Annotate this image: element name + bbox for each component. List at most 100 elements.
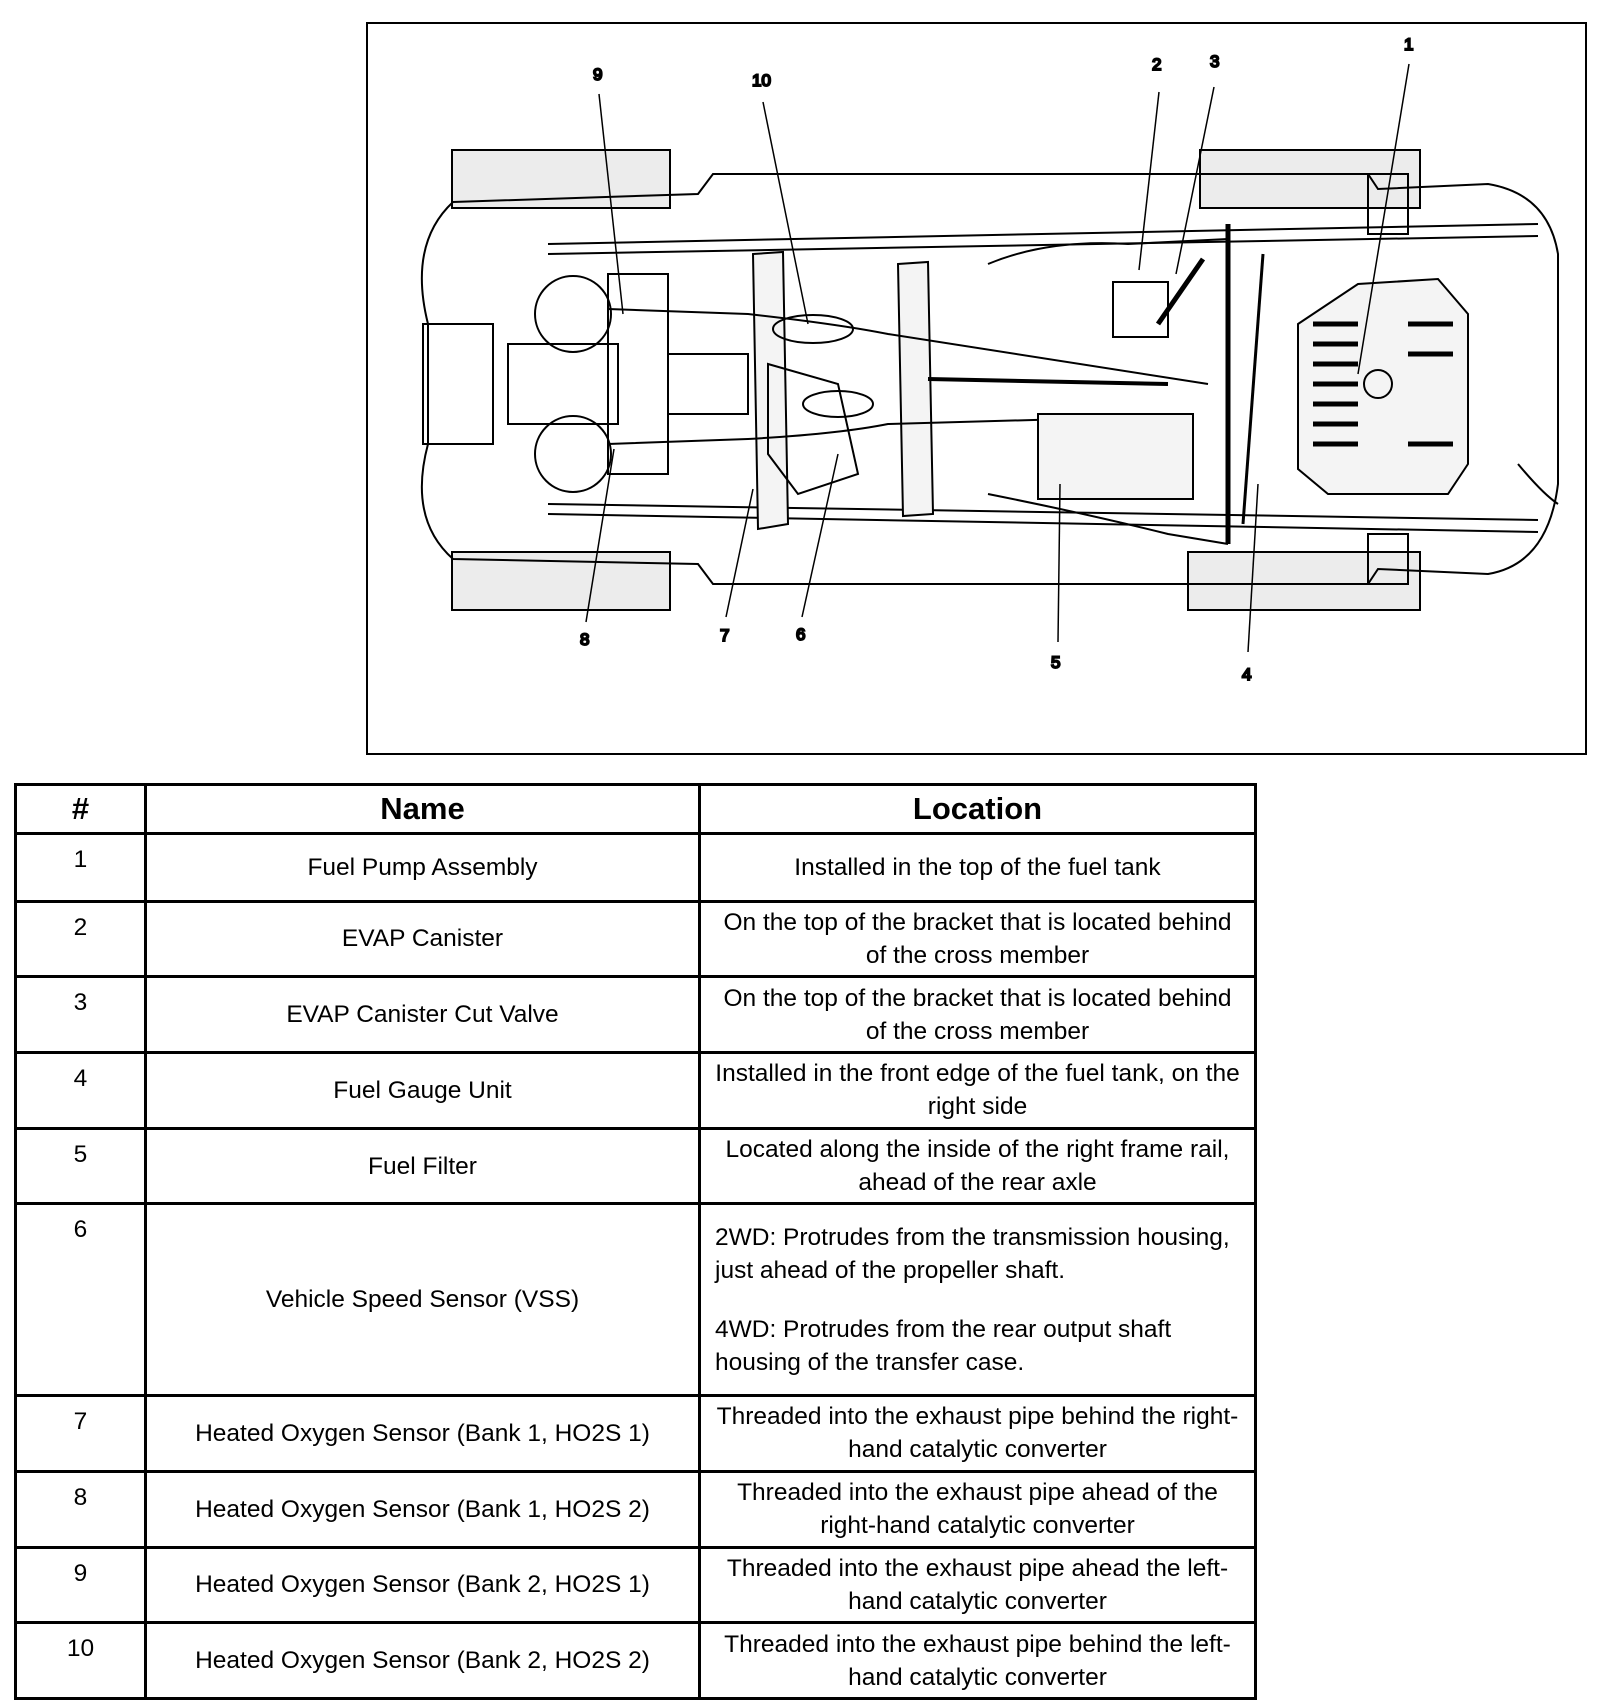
evap-canister (1112, 281, 1169, 338)
callout-5: 5 (1051, 653, 1060, 672)
component-location: 2WD: Protrudes from the transmission hou… (698, 1202, 1257, 1398)
row-number: 2 (14, 899, 147, 979)
fuel-gauge-unit (1241, 253, 1265, 525)
component-location: On the top of the bracket that is locate… (698, 975, 1257, 1054)
component-name: EVAP Canister (144, 899, 701, 979)
center-crossmember (896, 260, 935, 518)
callout-2: 2 (1152, 55, 1161, 74)
callout-leaders (585, 63, 1410, 653)
component-name: Fuel Gauge Unit (144, 1051, 701, 1130)
location-text: On the top of the bracket that is locate… (723, 908, 1232, 969)
row-number: 8 (14, 1469, 147, 1549)
right-frame-rail-edge (547, 503, 1539, 521)
header-location: Location (698, 783, 1257, 835)
location-text: 2WD: Protrudes from the transmission hou… (715, 1223, 1230, 1284)
row-number: 6 (14, 1202, 147, 1398)
rear-left-wheel (1199, 149, 1421, 209)
location-text: Threaded into the exhaust pipe ahead the… (726, 1554, 1229, 1615)
component-location: Threaded into the exhaust pipe ahead of … (698, 1469, 1257, 1549)
component-name: Fuel Filter (144, 1126, 701, 1206)
callout-3: 3 (1210, 52, 1219, 71)
callout-6: 6 (796, 625, 805, 644)
row-number: 10 (14, 1621, 147, 1700)
oil-pan (507, 343, 619, 425)
left-catalytic-converter (772, 314, 854, 344)
right-exhaust-pipe (607, 418, 1069, 445)
callout-1: 1 (1404, 35, 1413, 54)
callout-9: 9 (593, 65, 602, 84)
component-location: Threaded into the exhaust pipe behind th… (698, 1621, 1257, 1700)
evap-cut-valve (1155, 257, 1206, 326)
callout-4: 4 (1242, 665, 1251, 684)
location-text: Located along the inside of the right fr… (725, 1136, 1230, 1197)
left-frame-rail-edge (547, 235, 1539, 255)
component-location: On the top of the bracket that is locate… (698, 899, 1257, 979)
component-name: Heated Oxygen Sensor (Bank 1, HO2S 2) (144, 1469, 701, 1549)
component-name: Vehicle Speed Sensor (VSS) (144, 1202, 701, 1398)
header-name: Name (144, 783, 701, 835)
location-text: On the top of the bracket that is locate… (723, 984, 1232, 1045)
front-crossmember (422, 323, 494, 445)
transmission-crossmember (751, 250, 790, 531)
transfer-case-bracket (767, 362, 860, 496)
front-right-suspension (534, 415, 612, 493)
location-text: Threaded into the exhaust pipe ahead of … (737, 1479, 1218, 1540)
rear-right-wheel (1187, 551, 1421, 611)
row-number: 4 (14, 1051, 147, 1130)
row-number: 9 (14, 1545, 147, 1625)
muffler (1037, 413, 1194, 500)
component-name: Heated Oxygen Sensor (Bank 2, HO2S 1) (144, 1545, 701, 1625)
right-catalytic-converter (802, 390, 874, 418)
callout-7: 7 (720, 626, 729, 645)
component-name: EVAP Canister Cut Valve (144, 975, 701, 1054)
location-text: Installed in the front edge of the fuel … (715, 1060, 1240, 1121)
fuel-pump-assembly (1363, 369, 1393, 399)
component-name: Heated Oxygen Sensor (Bank 2, HO2S 2) (144, 1621, 701, 1700)
location-text: Threaded into the exhaust pipe behind th… (724, 1630, 1231, 1691)
row-number: 5 (14, 1126, 147, 1206)
left-exhaust-pipe (607, 308, 1209, 385)
component-name: Heated Oxygen Sensor (Bank 1, HO2S 1) (144, 1394, 701, 1473)
right-frame-rail (547, 513, 1539, 533)
component-location: Installed in the top of the fuel tank (698, 832, 1257, 903)
fuel-line-lower (987, 493, 1229, 545)
component-location: Installed in the front edge of the fuel … (698, 1051, 1257, 1130)
component-location: Located along the inside of the right fr… (698, 1126, 1257, 1206)
component-location: Threaded into the exhaust pipe ahead the… (698, 1545, 1257, 1625)
callout-10: 10 (752, 71, 771, 90)
underbody-diagram: 1 2 3 4 5 6 7 8 9 10 (366, 22, 1587, 755)
location-text: Threaded into the exhaust pipe behind th… (716, 1403, 1239, 1464)
location-text: 4WD: Protrudes from the rear output shaf… (715, 1315, 1172, 1376)
propeller-shaft (927, 377, 1169, 386)
front-left-suspension (534, 275, 612, 353)
callout-8: 8 (580, 630, 589, 649)
body-outline (420, 173, 1559, 585)
component-location: Threaded into the exhaust pipe behind th… (698, 1394, 1257, 1473)
fuel-tank (1297, 277, 1469, 495)
rear-right-bracket (1367, 533, 1409, 585)
row-number: 7 (14, 1394, 147, 1473)
fuel-tank-ribs (1313, 321, 1453, 447)
header-number: # (14, 783, 147, 835)
row-number: 1 (14, 832, 147, 903)
rear-left-bracket (1367, 173, 1409, 235)
row-number: 3 (14, 975, 147, 1054)
location-text: Installed in the top of the fuel tank (794, 853, 1161, 881)
table-header-row: # Name Location (14, 783, 1257, 835)
component-name: Fuel Pump Assembly (144, 832, 701, 903)
fuel-line-upper (987, 238, 1229, 265)
tailpipe (1517, 463, 1559, 505)
left-frame-rail (547, 223, 1539, 245)
transmission (667, 353, 749, 415)
